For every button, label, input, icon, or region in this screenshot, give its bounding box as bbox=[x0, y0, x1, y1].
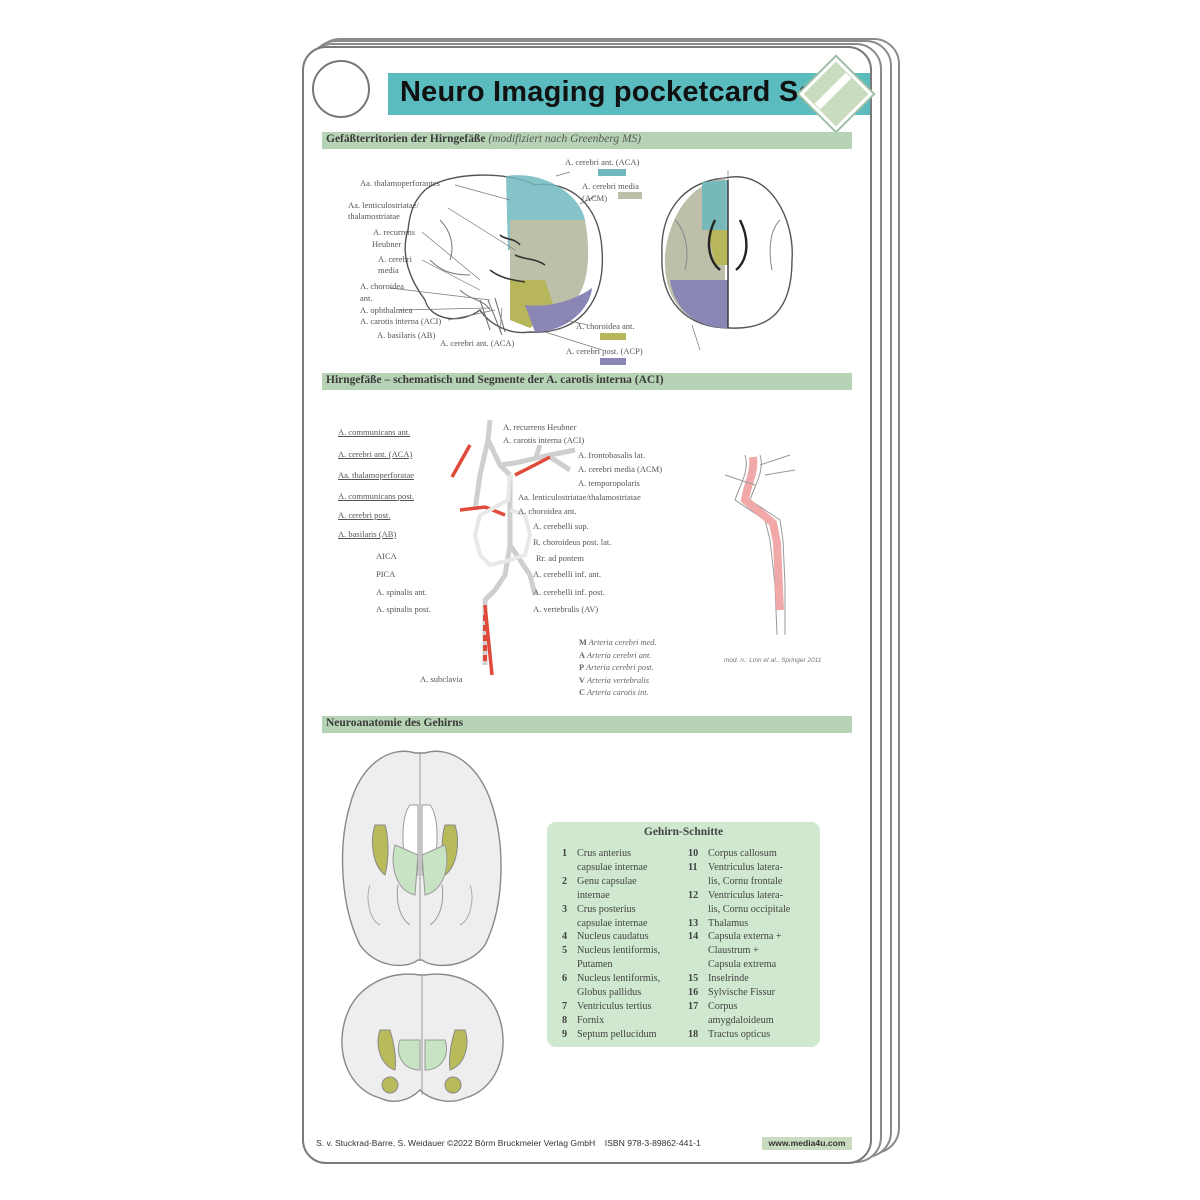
abbr-p: P Arteria cerebri post. bbox=[579, 663, 654, 673]
label-aica: AICA bbox=[376, 551, 397, 561]
label-thalamostriatae: thalamostriatae bbox=[348, 211, 400, 221]
section2-bar bbox=[322, 373, 852, 390]
label-basilaris: A. basilaris (AB) bbox=[377, 330, 436, 340]
label-cerebri-ant: A. cerebri ant. (ACA) bbox=[338, 449, 413, 459]
label-choroidea-ant: ant. bbox=[360, 293, 373, 303]
brain-section-lower bbox=[341, 973, 504, 1102]
label-lenticulostriatae: Aa. lenticulostriatae/ bbox=[348, 200, 419, 210]
label-ophthalmica: A. ophthalmica bbox=[360, 305, 413, 315]
label-carotis-interna-aci: A. carotis interna (ACI) bbox=[503, 435, 585, 445]
section1-bar bbox=[322, 132, 852, 149]
label-cerebri-post: A. cerebri post. bbox=[338, 510, 391, 520]
brain-territory-diagram bbox=[389, 169, 793, 365]
legend-box bbox=[547, 822, 820, 1047]
section2-title: Hirngefäße – schematisch und Segmente de… bbox=[326, 374, 664, 386]
footer: S. v. Stuckrad-Barre, S. Weidauer ©2022 … bbox=[316, 1138, 701, 1148]
page-title: Neuro Imaging pocketcard Set bbox=[400, 76, 825, 108]
brain-section-upper bbox=[341, 750, 502, 967]
label-cerebri: A. cerebri bbox=[378, 254, 412, 264]
label-subclavia: A. subclavia bbox=[420, 674, 463, 684]
vessel-schematic bbox=[450, 419, 576, 676]
label-choroidea-key: A. choroidea ant. bbox=[576, 321, 635, 331]
punch-hole bbox=[312, 60, 370, 118]
label-aca-key: A. cerebri ant. (ACA) bbox=[565, 157, 640, 167]
section1-title-text: Gefäßterritorien der Hirngefäße bbox=[326, 133, 486, 145]
section3-bar bbox=[322, 716, 852, 733]
label-lenticulostriatae-thalamostriatae: Aa. lenticulostriatae/thalamostriatae bbox=[518, 492, 641, 502]
label-cerebri-ant-bottom: A. cerebri ant. (ACA) bbox=[440, 338, 515, 348]
label-temporopolaris: A. temporopolaris bbox=[578, 478, 640, 488]
label-communicans-post: A. communicans post. bbox=[338, 491, 415, 501]
label-recurrens-heubner: A. recurrens Heubner bbox=[503, 422, 577, 432]
abbr-m: M Arteria cerebri med. bbox=[579, 638, 657, 647]
label-cerebelli-inf-ant: A. cerebelli inf. ant. bbox=[533, 569, 601, 579]
section1-title: Gefäßterritorien der Hirngefäße (modifiz… bbox=[326, 133, 641, 145]
label-ad-pontem: Rr. ad pontem bbox=[536, 553, 584, 563]
legend-title: Gehirn-Schnitte bbox=[643, 826, 724, 838]
label-frontobasalis: A. frontobasalis lat. bbox=[578, 450, 646, 460]
abbreviation-list: M Arteria cerebri med. A Arteria cerebri… bbox=[579, 637, 656, 700]
label-thalamoperforantes: Aa. thalamoperforantes bbox=[360, 178, 440, 188]
section3-title: Neuroanatomie des Gehirns bbox=[326, 717, 464, 729]
footer-authors: S. v. Stuckrad-Barre, S. Weidauer ©2022 … bbox=[316, 1138, 596, 1148]
label-carotis-interna: A. carotis interna (ACI) bbox=[360, 316, 442, 326]
label-choroidea-ant-2: A. choroidea ant. bbox=[518, 506, 577, 516]
abbr-v: V Arteria vertebralis bbox=[579, 675, 649, 685]
label-thalamoperforatae: Aa. thalamoperforatae bbox=[338, 470, 414, 480]
label-basilaris-ab: A. basilaris (AB) bbox=[338, 529, 397, 539]
abbr-c: C Arteria carotis int. bbox=[579, 688, 649, 698]
label-media: media bbox=[378, 265, 399, 275]
label-heubner: Heubner bbox=[372, 239, 402, 249]
label-spinalis-post: A. spinalis post. bbox=[376, 604, 431, 614]
label-cerebri-media-acm: A. cerebri media (ACM) bbox=[578, 464, 663, 474]
footer-isbn: ISBN 978-3-89862-441-1 bbox=[604, 1138, 701, 1148]
abbr-a: A Arteria cerebri ant. bbox=[579, 650, 652, 660]
title-bar bbox=[388, 73, 870, 115]
footer-url-link[interactable]: www.media4u.com bbox=[762, 1137, 852, 1150]
label-pica: PICA bbox=[376, 569, 396, 579]
label-choroideus-post: R. choroideus post. lat. bbox=[533, 537, 612, 547]
label-acp-key: A. cerebri post. (ACP) bbox=[566, 346, 643, 356]
label-spinalis-ant: A. spinalis ant. bbox=[376, 587, 427, 597]
citation: mod. n.: Linn et al., Springer 2011 bbox=[724, 657, 822, 664]
label-communicans-ant: A. communicans ant. bbox=[338, 427, 411, 437]
label-acm-key: A. cerebri media bbox=[582, 181, 639, 191]
section1-subtitle: (modifiziert nach Greenberg MS) bbox=[488, 133, 642, 145]
label-recurrens: A. recurrens bbox=[373, 227, 416, 237]
label-acm-abbr: (ACM) bbox=[582, 193, 608, 203]
label-cerebelli-sup: A. cerebelli sup. bbox=[533, 521, 589, 531]
label-choroidea: A. choroidea bbox=[360, 281, 404, 291]
label-vertebralis-av: A. vertebralis (AV) bbox=[533, 604, 599, 614]
label-cerebelli-inf-post: A. cerebelli inf. post. bbox=[533, 587, 605, 597]
carotis-segments-diagram bbox=[724, 454, 796, 636]
